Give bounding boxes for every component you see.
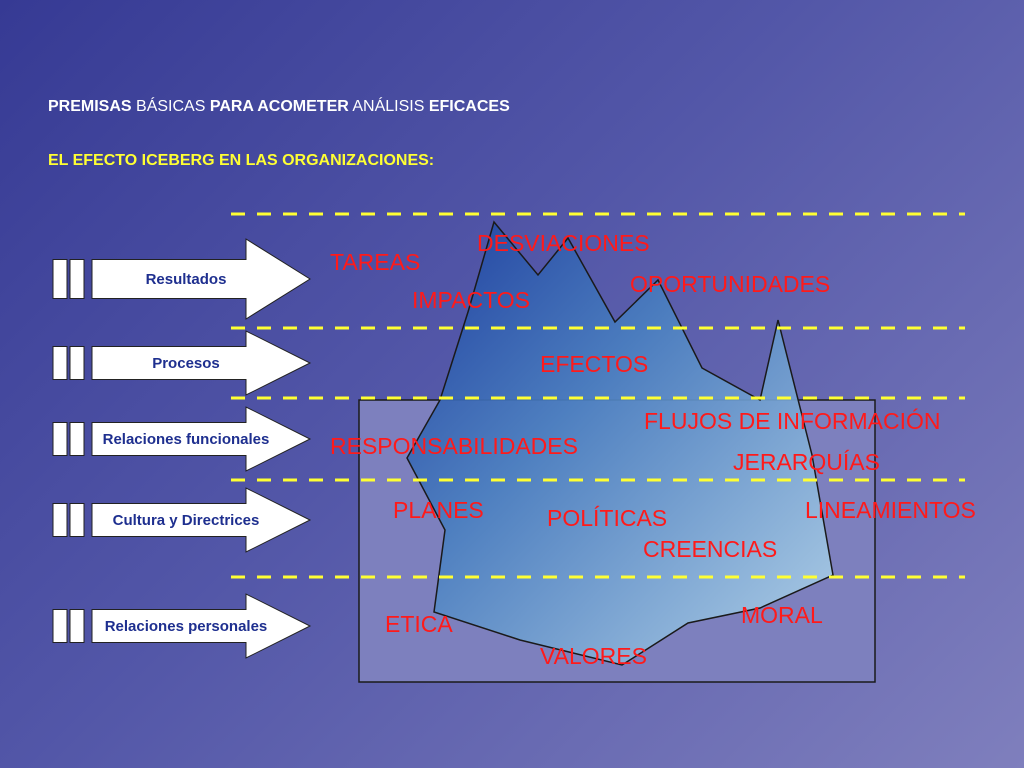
arrow-cultura-directrices-bar-1 bbox=[52, 503, 68, 537]
arrow-procesos-bar-2 bbox=[69, 346, 85, 380]
subtitle: EL EFECTO ICEBERG EN LAS ORGANIZACIONES: bbox=[48, 152, 435, 169]
level-label-relaciones-funcionales: Relaciones funcionales bbox=[102, 431, 270, 448]
word-politicas: POLÍTICAS bbox=[547, 505, 668, 531]
word-desviaciones: DESVIACIONES bbox=[477, 230, 650, 256]
arrow-procesos bbox=[91, 330, 312, 396]
word-efectos: EFECTOS bbox=[540, 351, 649, 377]
word-tareas: TAREAS bbox=[330, 249, 421, 275]
word-impactos: IMPACTOS bbox=[412, 287, 530, 313]
arrow-resultados bbox=[91, 238, 311, 320]
arrow-cultura-directrices-bar-2 bbox=[69, 503, 85, 537]
arrow-relaciones-funcionales-bar-1 bbox=[52, 422, 68, 456]
arrow-resultados-bar-2 bbox=[69, 259, 85, 299]
arrow-relaciones-personales-bar-1 bbox=[52, 609, 68, 643]
level-label-procesos: Procesos bbox=[152, 355, 220, 372]
word-planes: PLANES bbox=[393, 497, 484, 523]
word-valores: VALORES bbox=[540, 643, 647, 669]
level-label-cultura-directrices: Cultura y Directrices bbox=[112, 512, 260, 529]
arrow-procesos-bar-1 bbox=[52, 346, 68, 380]
page-title: PREMISAS BÁSICAS PARA ACOMETER ANÁLISIS … bbox=[48, 98, 510, 115]
word-jerarquias: JERARQUÍAS bbox=[733, 449, 880, 475]
word-etica: ETICA bbox=[385, 611, 453, 637]
arrow-resultados-bar-1 bbox=[52, 259, 68, 299]
arrow-relaciones-funcionales-bar-2 bbox=[69, 422, 85, 456]
word-flujos-de-informacion: FLUJOS DE INFORMACIÓN bbox=[644, 408, 941, 434]
arrow-cultura-directrices bbox=[91, 487, 312, 553]
word-moral: MORAL bbox=[741, 602, 823, 628]
level-label-resultados: Resultados bbox=[145, 271, 227, 288]
word-oportunidades: OPORTUNIDADES bbox=[630, 271, 831, 297]
word-lineamientos: LINEAMIENTOS bbox=[805, 497, 976, 523]
level-label-relaciones-personales: Relaciones personales bbox=[104, 618, 268, 635]
arrow-relaciones-funcionales bbox=[91, 406, 312, 472]
iceberg-shape bbox=[406, 220, 834, 666]
arrow-relaciones-personales bbox=[91, 593, 312, 659]
word-responsabilidades: RESPONSABILIDADES bbox=[330, 433, 578, 459]
word-creencias: CREENCIAS bbox=[643, 536, 778, 562]
arrow-relaciones-personales-bar-2 bbox=[69, 609, 85, 643]
